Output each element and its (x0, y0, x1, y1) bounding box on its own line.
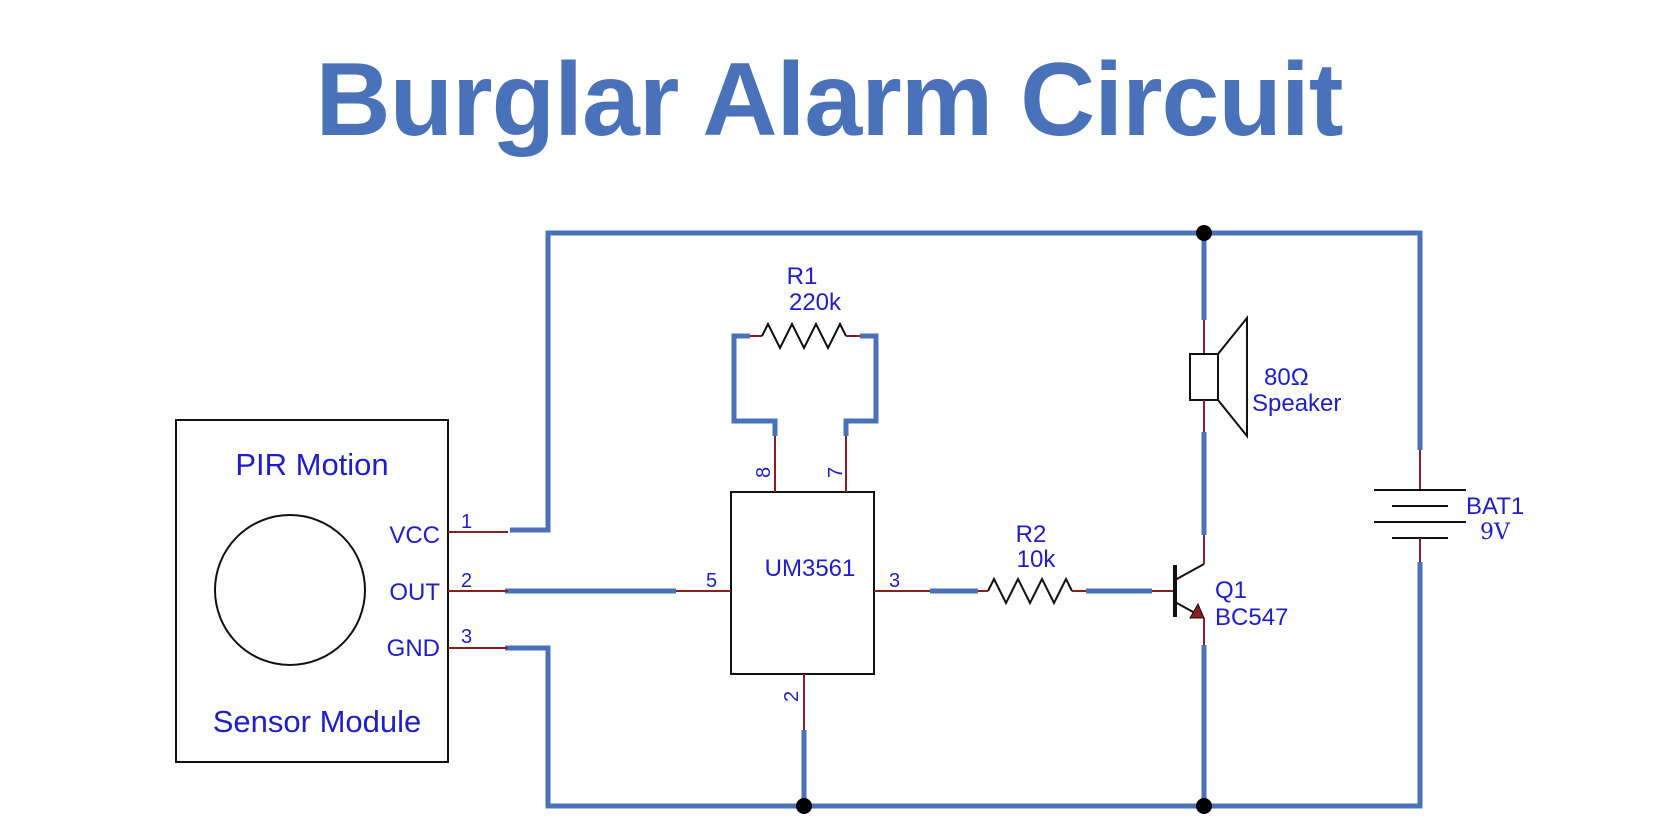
page-title: Burglar Alarm Circuit (315, 42, 1344, 158)
pir-pin-number-3: 3 (461, 626, 472, 648)
ic-name: UM3561 (765, 555, 856, 582)
pir-pin-name-vcc: VCC (389, 522, 440, 549)
r1-ref: R1 (787, 263, 818, 290)
speaker-label: Speaker (1252, 390, 1341, 417)
pir-pin-number-2: 2 (461, 570, 472, 592)
junctions (796, 225, 1212, 814)
speaker-value: 80Ω (1264, 364, 1309, 391)
r1-zigzag-icon (761, 321, 847, 351)
q1-ref: Q1 (1215, 577, 1247, 604)
pir-pin-name-out: OUT (389, 579, 440, 606)
battery: BAT1 9V (1374, 450, 1524, 562)
r2-ref: R2 (1016, 521, 1047, 548)
junction-dot (1196, 225, 1212, 241)
r2-value: 10k (1017, 546, 1057, 573)
wire-r1-left (731, 333, 778, 436)
r2-zigzag-icon (987, 576, 1073, 606)
ic-pin-7: 7 (825, 467, 847, 478)
pir-pin-number-1: 1 (461, 511, 472, 533)
q1-emitter-arrow-icon (1189, 602, 1205, 619)
pir-bottom-label: Sensor Module (213, 704, 422, 739)
ic-pin-2: 2 (781, 691, 803, 702)
wire-top-rail (510, 230, 1423, 533)
speaker-cone-icon (1217, 315, 1248, 439)
resistor-r2: R2 10k (978, 521, 1086, 606)
junction-dot (796, 798, 812, 814)
battery-ref: BAT1 (1466, 493, 1524, 520)
ic-pin-5: 5 (706, 570, 717, 592)
ic-pin-3: 3 (889, 570, 900, 592)
wire-r1-right (843, 333, 879, 436)
speaker-coil (1189, 353, 1219, 401)
q1-part: BC547 (1215, 604, 1288, 631)
q1-collector (1174, 563, 1205, 581)
wires (505, 230, 1423, 809)
battery-value: 9V (1480, 520, 1511, 545)
r1-value: 220k (789, 289, 842, 316)
resistor-r1: R1 220k (750, 263, 860, 351)
ic-um3561: UM3561 5 3 8 7 2 (676, 436, 930, 730)
speaker: 80Ω Speaker (1189, 315, 1341, 439)
ic-pin-8: 8 (753, 467, 775, 478)
ic-body (730, 491, 875, 675)
pir-top-label: PIR Motion (235, 447, 388, 482)
pir-lens-icon (214, 514, 366, 666)
wire-bottom-rail (505, 562, 1423, 809)
pir-pin-name-gnd: GND (387, 635, 440, 662)
transistor-q1: Q1 BC547 (1152, 535, 1288, 645)
pir-sensor-module: PIR Motion Sensor Module VCC OUT GND 1 2… (175, 419, 508, 763)
junction-dot (1196, 798, 1212, 814)
